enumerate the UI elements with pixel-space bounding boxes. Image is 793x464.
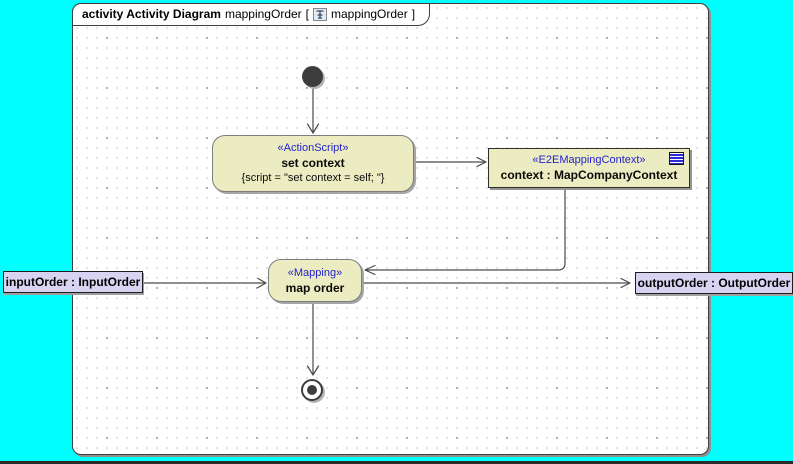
mapping-context-name: context : MapCompanyContext	[500, 168, 678, 182]
set-context-name: set context	[281, 156, 345, 170]
frame-title-diagram-name: mappingOrder	[224, 7, 302, 21]
mapping-context-stereotype: «E2EMappingContext»	[532, 154, 646, 166]
output-pin-outputorder[interactable]: outputOrder : OutputOrder	[635, 272, 793, 294]
final-node-dot	[307, 385, 317, 395]
frame-title-open-bracket: [	[305, 7, 310, 21]
edge-map-order-to-final[interactable]	[306, 301, 320, 376]
action-map-order[interactable]: «Mapping» map order	[268, 259, 362, 302]
initial-node[interactable]	[302, 66, 323, 87]
diagram-frame[interactable]	[72, 3, 709, 455]
edge-initial-to-set-context[interactable]	[306, 86, 320, 134]
map-order-stereotype: «Mapping»	[287, 266, 343, 279]
action-set-context[interactable]: «ActionScript» set context {script = "se…	[212, 135, 414, 192]
edge-set-context-to-mapping-context[interactable]	[413, 156, 487, 168]
frame-title-ref-name: mappingOrder	[331, 7, 408, 21]
output-pin-label: outputOrder : OutputOrder	[637, 276, 791, 290]
set-context-stereotype: «ActionScript»	[277, 142, 349, 154]
final-node[interactable]	[301, 379, 323, 401]
set-context-script: {script = "set context = self; "}	[241, 172, 385, 184]
input-pin-label: inputOrder : InputOrder	[5, 275, 141, 289]
frame-title-keyword: activity Activity Diagram	[82, 7, 221, 21]
map-order-name: map order	[285, 280, 345, 295]
activity-diagram-icon	[313, 7, 328, 21]
properties-list-icon	[669, 152, 684, 165]
edge-mapping-context-to-map-order[interactable]	[364, 187, 566, 276]
frame-title-tab[interactable]: activity Activity Diagram mappingOrder […	[72, 3, 431, 26]
window-bottom-border	[0, 461, 793, 464]
object-node-mapping-context[interactable]: «E2EMappingContext» context : MapCompany…	[488, 148, 690, 188]
frame-title-close-bracket: ]	[411, 7, 416, 21]
edge-input-pin-to-map-order[interactable]	[142, 277, 267, 289]
edge-map-order-to-output-pin[interactable]	[361, 277, 631, 289]
input-pin-inputorder[interactable]: inputOrder : InputOrder	[3, 271, 143, 293]
